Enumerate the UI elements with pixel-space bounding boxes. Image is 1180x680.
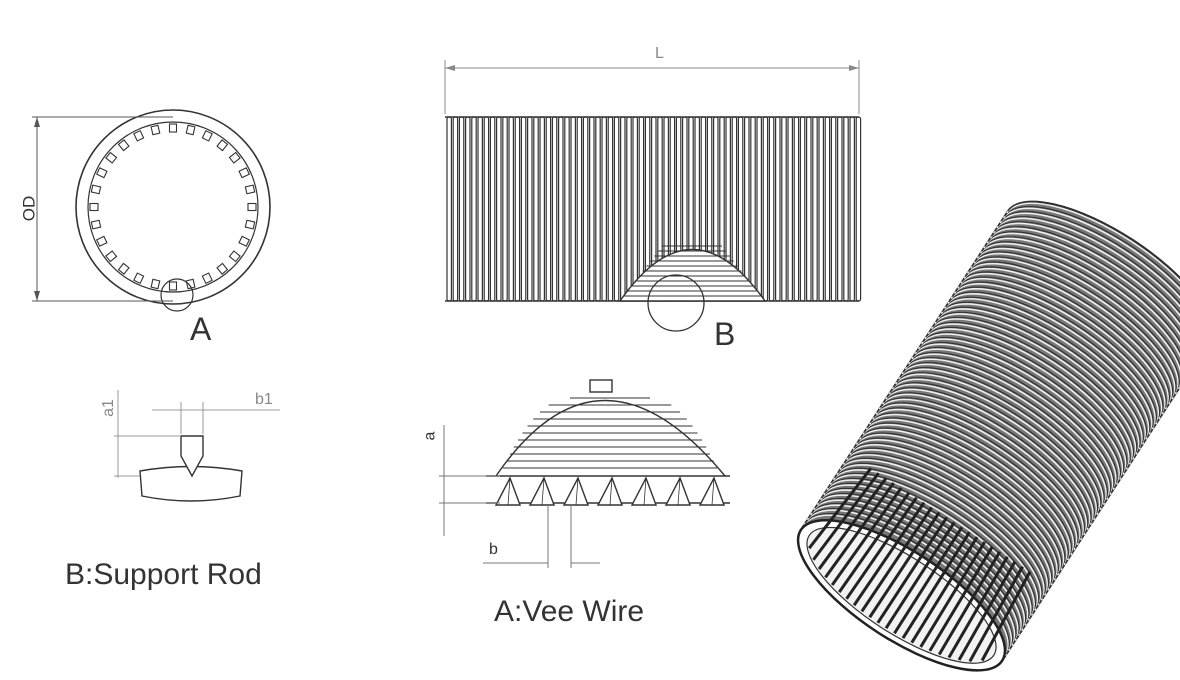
vee-wire-caption: A:Vee Wire (494, 595, 645, 628)
a1-dimension-label: a1 (99, 399, 117, 417)
support-rod-detail (114, 390, 280, 502)
b1-dimension-label: b1 (255, 391, 273, 408)
b-dimension-label: b (489, 541, 498, 558)
side-view (444, 60, 862, 332)
detail-b-marker (647, 274, 705, 332)
length-label: L (655, 45, 664, 62)
vee-wire-detail (439, 379, 730, 568)
detail-a-marker (160, 278, 194, 312)
end-view (32, 109, 271, 312)
detail-b-label: B (714, 316, 736, 352)
support-rod-ring (89, 123, 257, 291)
detail-a-label: A (190, 311, 212, 347)
od-label: OD (19, 195, 39, 222)
a-dimension-label: a (421, 431, 439, 441)
isometric-screen (796, 200, 1180, 672)
support-rod-caption: B:Support Rod (65, 558, 262, 591)
